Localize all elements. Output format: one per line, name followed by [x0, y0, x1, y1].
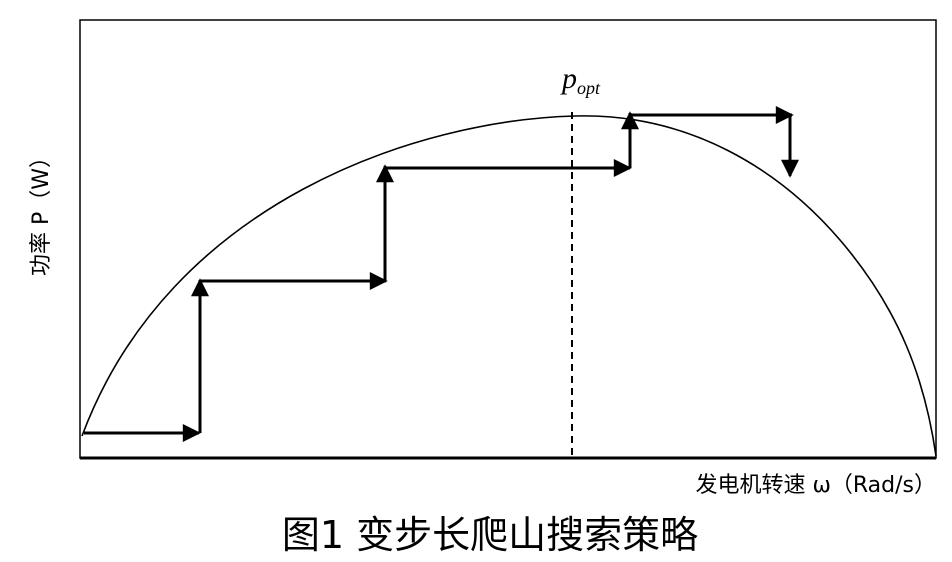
optimum-label-base: p — [560, 62, 577, 95]
step-arrows — [84, 106, 799, 442]
x-axis-label: 发电机转速 ω（Rad/s） — [695, 473, 936, 498]
plot-frame — [79, 19, 937, 459]
power-curve — [81, 115, 937, 457]
optimum-label-subscript: opt — [577, 78, 601, 98]
y-axis-label: 功率 P（W） — [29, 146, 54, 276]
figure-caption: 图1 变步长爬山搜索策略 — [282, 513, 698, 557]
optimum-label: popt — [560, 62, 601, 98]
